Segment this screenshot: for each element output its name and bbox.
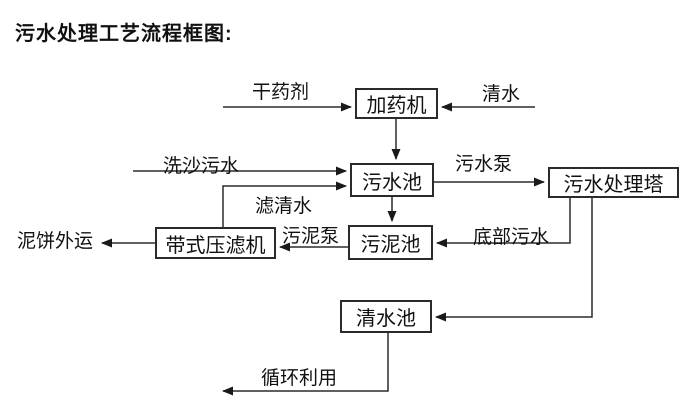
edge-label-recycle: 循环利用 xyxy=(261,368,338,389)
edge-tower-to-clean-water-pool xyxy=(435,198,593,322)
node-sewage-pool-label: 污水池 xyxy=(362,171,422,194)
edge-label-dry-agent: 干药剂 xyxy=(252,82,310,103)
node-dosing-machine: 加药机 xyxy=(355,88,438,119)
edge-label-bottom-sewage: 底部污水 xyxy=(473,227,550,248)
edge-label-sewage-pump: 污水泵 xyxy=(455,154,513,175)
node-belt-filter-press-label: 带式压滤机 xyxy=(165,234,266,257)
node-belt-filter-press: 带式压滤机 xyxy=(155,227,276,259)
page-title: 污水处理工艺流程框图: xyxy=(15,23,233,45)
node-sewage-treatment-tower-label: 污水处理塔 xyxy=(563,174,664,196)
edge-clean-water-pool-to-recycle xyxy=(222,333,389,396)
node-clean-water-pool-label: 清水池 xyxy=(356,308,416,330)
node-dosing-machine-label: 加药机 xyxy=(366,95,427,117)
edge-filtered-water-press-to-sewage-pool xyxy=(222,181,347,227)
edge-label-clean-water: 清水 xyxy=(482,84,521,105)
node-clean-water-pool: 清水池 xyxy=(340,300,432,333)
edge-label-sludge-pump: 污泥泵 xyxy=(282,226,340,247)
edge-label-filtered-water: 滤清水 xyxy=(255,196,313,217)
edge-label-mud-cake-out: 泥饼外运 xyxy=(17,231,94,252)
node-sewage-pool: 污水池 xyxy=(350,163,434,197)
edge-tower-bottom-sewage-to-sludge-pool xyxy=(436,198,571,248)
edge-label-sand-washing-sewage: 洗沙污水 xyxy=(163,156,240,177)
node-sludge-pool: 污泥池 xyxy=(348,225,433,260)
node-sludge-pool-label: 污泥池 xyxy=(360,234,421,256)
node-sewage-treatment-tower: 污水处理塔 xyxy=(548,167,679,198)
